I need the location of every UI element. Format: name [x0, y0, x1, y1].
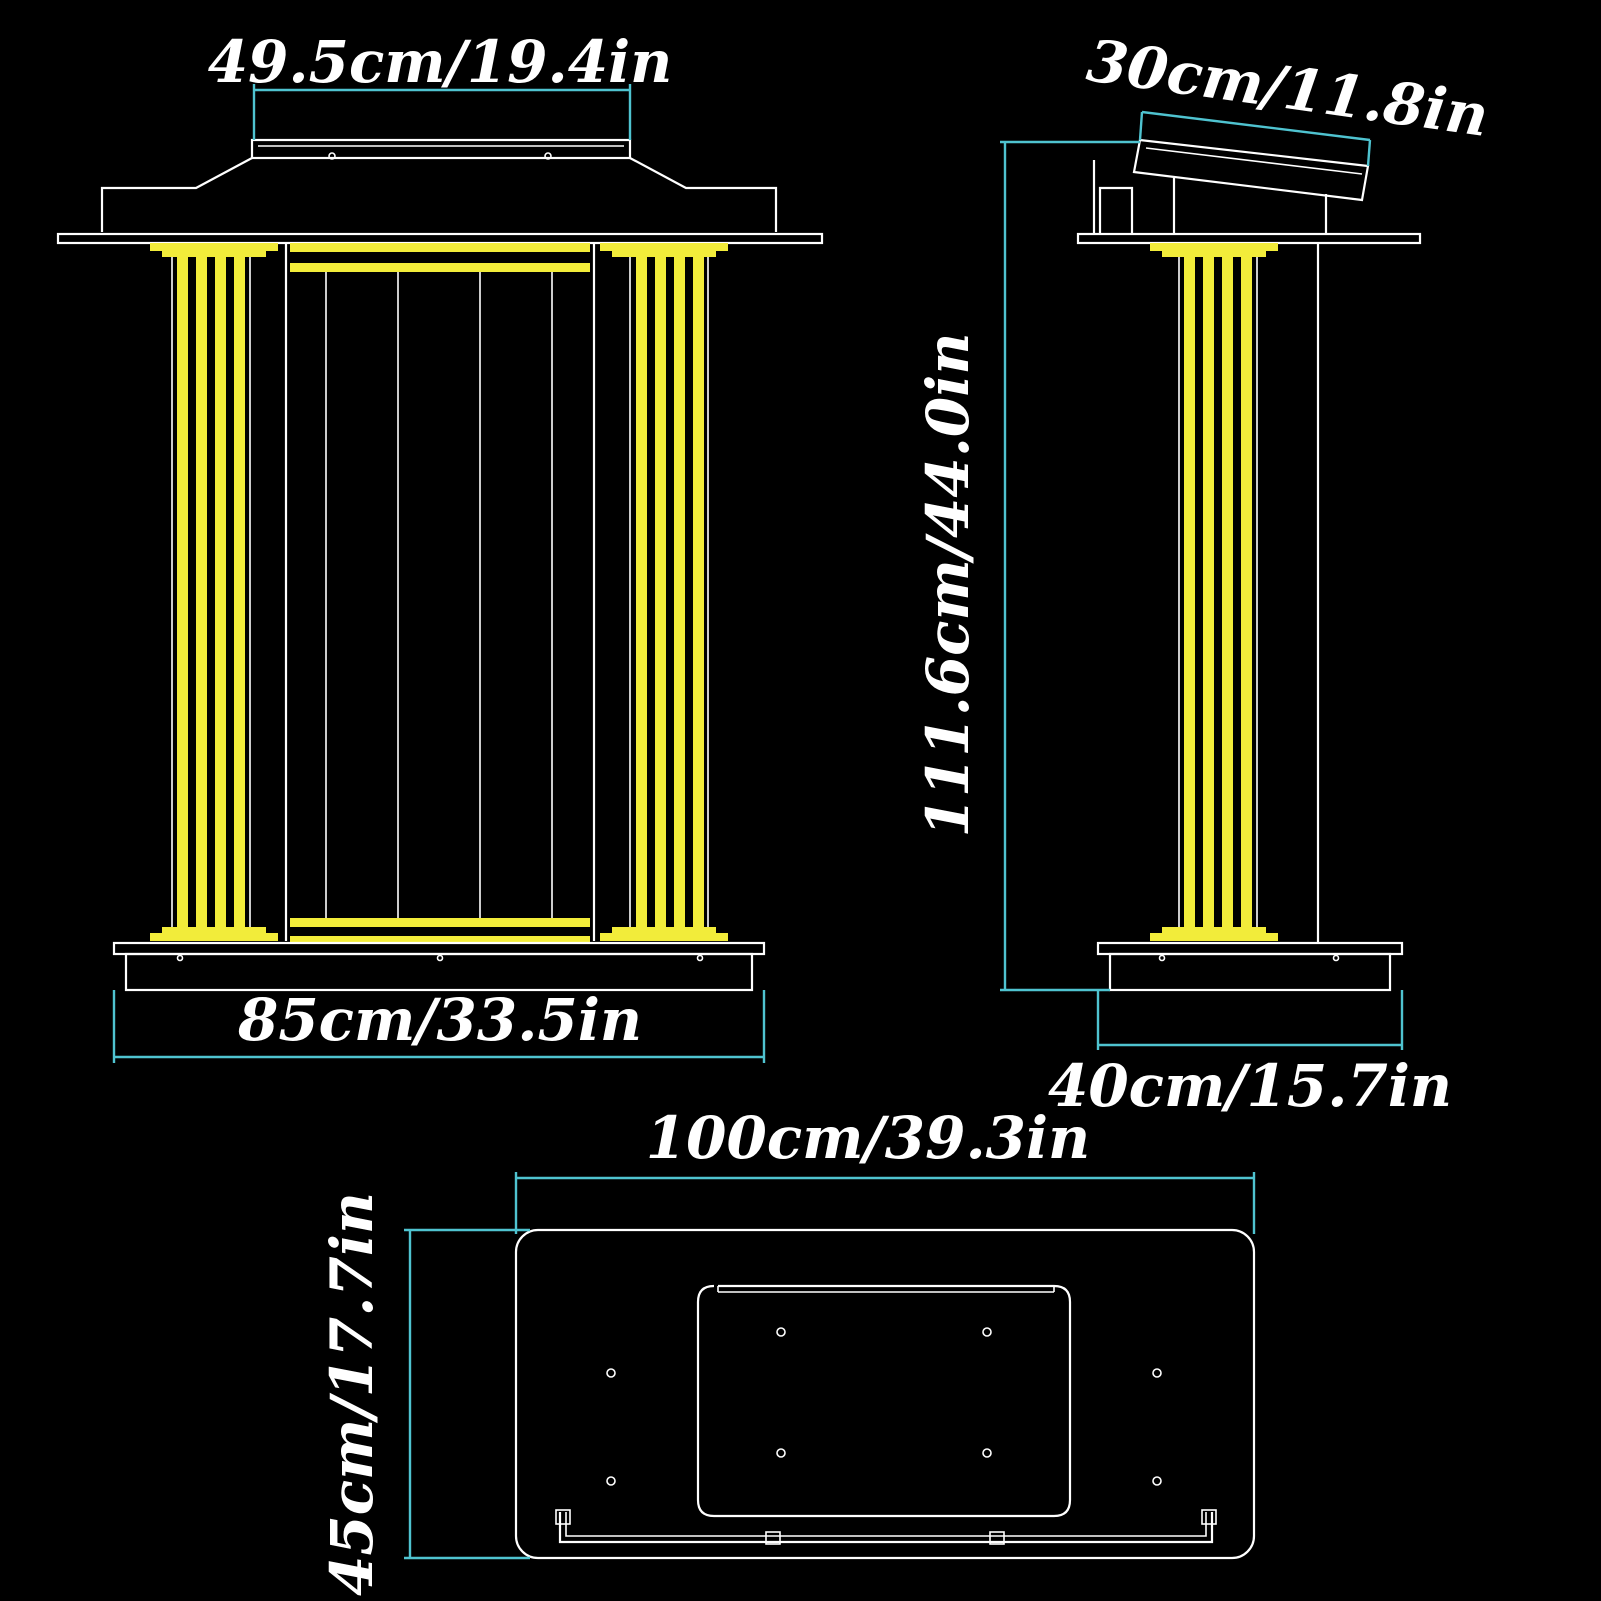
side-top-depth-label: 30cm/11.8in [1083, 26, 1493, 150]
front-top-width-label: 49.5cm/19.4in [208, 28, 673, 96]
plan-holes [606, 1327, 1162, 1486]
plan-width-dimension-line [404, 1228, 530, 1560]
front-top-dimension-line [252, 84, 632, 140]
side-view: 30cm/11.8in 111.6cm/44.0in 40cm/15.7in [914, 26, 1493, 1120]
front-view: 49.5cm/19.4in 85cm/33.5in [56, 28, 824, 1063]
side-base [1096, 941, 1404, 992]
plan-length-dimension-line [514, 1172, 1256, 1234]
side-base-dimension-line [1096, 990, 1404, 1050]
side-height-dimension-line [1000, 140, 1140, 992]
front-left-column [150, 243, 278, 941]
side-column [1150, 243, 1320, 943]
side-height-label: 111.6cm/44.0in [914, 333, 982, 838]
front-base-width-label: 85cm/33.5in [237, 986, 642, 1054]
side-base-depth-label: 40cm/15.7in [1048, 1052, 1452, 1120]
plan-rail [555, 1509, 1217, 1545]
side-slanted-desk [1092, 138, 1370, 234]
plan-inner-panel [696, 1284, 1072, 1518]
plan-outline [514, 1228, 1256, 1560]
front-base [112, 941, 766, 992]
plan-view: 100cm/39.3in 45cm/17.7in [318, 1104, 1256, 1596]
front-right-column [600, 243, 728, 941]
front-top-shelf [56, 232, 824, 245]
front-base-dimension-line [112, 990, 766, 1063]
side-top-shelf [1076, 232, 1422, 245]
side-top-dimension-line [1138, 110, 1372, 167]
front-top-box [100, 138, 778, 232]
plan-width-label: 45cm/17.7in [318, 1192, 386, 1596]
plan-length-label: 100cm/39.3in [646, 1104, 1090, 1172]
front-center-panel [284, 243, 596, 942]
